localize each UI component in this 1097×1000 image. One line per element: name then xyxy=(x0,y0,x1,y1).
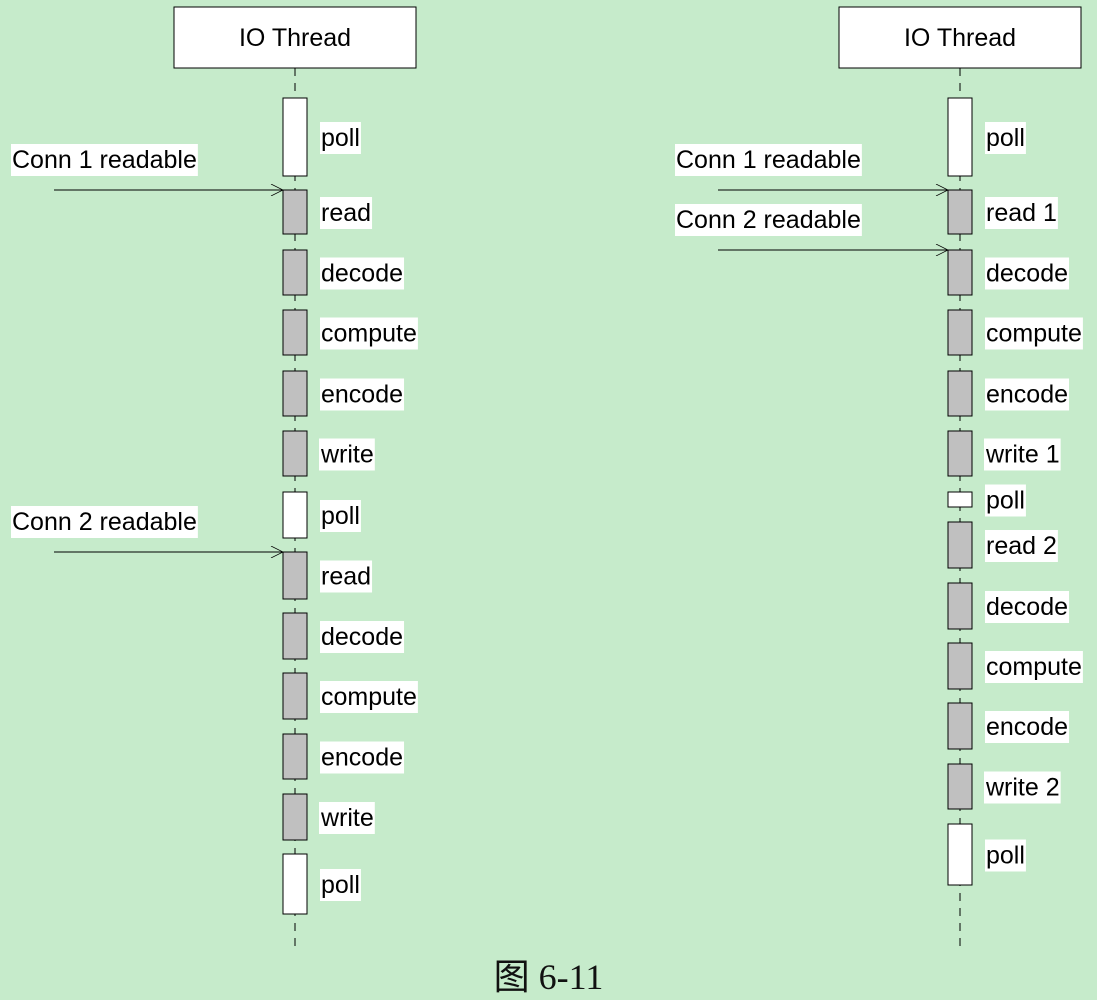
activation-block-busy xyxy=(947,582,973,630)
step-label-bg xyxy=(985,122,1026,154)
step-label: read 1 xyxy=(986,199,1057,227)
step-label-bg xyxy=(985,257,1070,290)
event-label: Conn 2 readable xyxy=(12,508,197,536)
activation-block-busy xyxy=(947,370,973,417)
step-label-bg xyxy=(320,560,373,593)
step-label: write 1 xyxy=(985,441,1060,469)
event-label: Conn 1 readable xyxy=(676,146,861,174)
step-label-bg xyxy=(319,438,375,471)
activation-block-idle xyxy=(282,491,308,539)
activation-block-idle xyxy=(282,97,308,177)
step-label-bg xyxy=(985,317,1083,350)
activation-block-idle xyxy=(282,853,308,915)
activation-block-busy xyxy=(282,370,308,417)
step-label: poll xyxy=(321,124,360,152)
step-label-bg xyxy=(985,591,1070,623)
step-label-bg xyxy=(320,500,361,532)
lifeline-header-box xyxy=(838,6,1082,69)
step-label: poll xyxy=(986,487,1025,515)
step-label-bg xyxy=(320,197,373,229)
step-label: compute xyxy=(986,320,1082,348)
activation-block-busy xyxy=(282,189,308,235)
activation-block-busy xyxy=(282,733,308,780)
activation-block-idle xyxy=(947,823,973,886)
step-label: decode xyxy=(321,623,403,651)
activation-block-busy xyxy=(282,793,308,841)
step-label: compute xyxy=(986,653,1082,681)
event-label-bg xyxy=(675,144,862,176)
event-label: Conn 2 readable xyxy=(676,206,861,234)
activation-block-idle xyxy=(947,97,973,177)
activation-block-busy xyxy=(947,249,973,296)
event-label-bg xyxy=(11,144,198,176)
step-label-bg xyxy=(320,869,361,901)
event-label: Conn 1 readable xyxy=(12,146,197,174)
step-label: encode xyxy=(321,744,403,772)
step-label: encode xyxy=(321,381,403,409)
step-label: compute xyxy=(321,683,417,711)
step-label: read xyxy=(321,563,371,591)
step-label: encode xyxy=(986,381,1068,409)
activation-block-busy xyxy=(282,612,308,660)
step-label: poll xyxy=(986,842,1025,870)
activation-block-busy xyxy=(282,672,308,720)
step-label-bg xyxy=(320,621,405,653)
activation-block-busy xyxy=(947,763,973,810)
lifeline-header-box xyxy=(173,6,417,69)
step-label-bg xyxy=(319,802,375,834)
step-label-bg xyxy=(984,438,1061,471)
step-label-bg xyxy=(985,197,1058,229)
event-label-bg xyxy=(11,506,198,538)
step-label: decode xyxy=(321,260,403,288)
activation-block-busy xyxy=(947,521,973,569)
step-label-bg xyxy=(985,530,1058,562)
step-label-bg xyxy=(985,711,1070,743)
activation-block-busy xyxy=(282,551,308,600)
lifeline-header-title: IO Thread xyxy=(239,24,351,52)
activation-block-busy xyxy=(282,430,308,477)
sequence-panel-1: IO Thread poll read decode compute encode writ… xyxy=(11,6,418,948)
step-label-bg xyxy=(985,378,1070,411)
activation-block-busy xyxy=(947,702,973,750)
activation-block-idle xyxy=(947,491,973,508)
event-label-bg xyxy=(675,204,862,236)
step-label: write 2 xyxy=(985,774,1060,802)
step-label: encode xyxy=(986,713,1068,741)
step-label-bg xyxy=(320,122,361,154)
step-label-bg xyxy=(985,484,1026,517)
activation-block-busy xyxy=(282,309,308,356)
step-label: poll xyxy=(321,871,360,899)
step-label-bg xyxy=(320,741,405,774)
step-label: write xyxy=(320,804,374,832)
step-label: read xyxy=(321,199,371,227)
step-label-bg xyxy=(320,378,405,411)
activation-block-busy xyxy=(947,309,973,356)
step-label-bg xyxy=(320,317,418,350)
step-label-bg xyxy=(985,839,1026,872)
step-label: decode xyxy=(986,260,1068,288)
activation-block-busy xyxy=(282,249,308,296)
sequence-panel-2: IO Thread poll read 1 decode compute encode wr… xyxy=(675,6,1083,948)
lifeline-header-title: IO Thread xyxy=(904,24,1016,52)
step-label: read 2 xyxy=(986,532,1057,560)
step-label-bg xyxy=(320,257,405,290)
activation-block-busy xyxy=(947,430,973,477)
activation-block-busy xyxy=(947,189,973,235)
step-label: write xyxy=(320,441,374,469)
activation-block-busy xyxy=(947,642,973,690)
step-label-bg xyxy=(984,771,1061,804)
step-label: compute xyxy=(321,320,417,348)
step-label-bg xyxy=(985,651,1083,683)
step-label: poll xyxy=(986,124,1025,152)
step-label: decode xyxy=(986,593,1068,621)
step-label: poll xyxy=(321,502,360,530)
step-label-bg xyxy=(320,681,418,713)
figure-caption: 图 6-11 xyxy=(493,957,604,997)
